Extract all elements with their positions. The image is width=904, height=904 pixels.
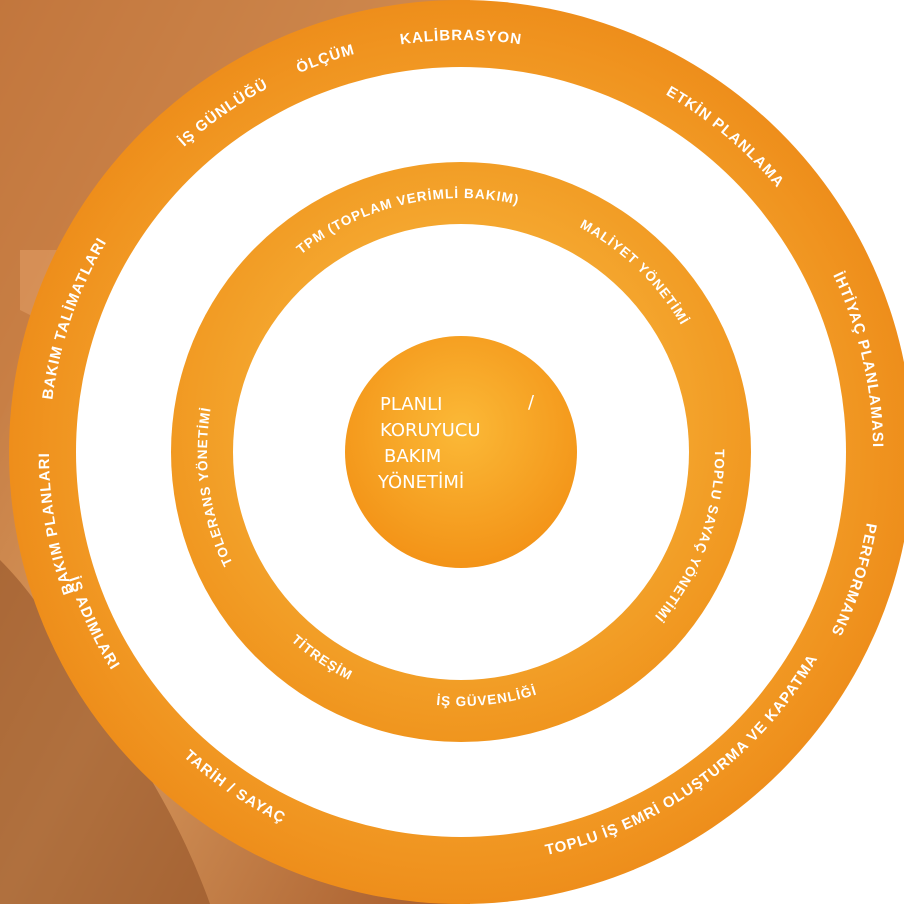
center-line-1: PLANLI: [380, 394, 443, 415]
center-line-3: BAKIM: [384, 446, 442, 467]
center-line-4: YÖNETİMİ: [378, 472, 465, 493]
center-title: PLANLI / KORUYUCU BAKIM YÖNETİMİ: [376, 390, 556, 530]
center-slash: /: [528, 392, 535, 413]
center-line-2: KORUYUCU: [380, 420, 481, 441]
center-disk: [345, 336, 577, 568]
outer-label-1: KALİBRASYON: [399, 27, 523, 48]
